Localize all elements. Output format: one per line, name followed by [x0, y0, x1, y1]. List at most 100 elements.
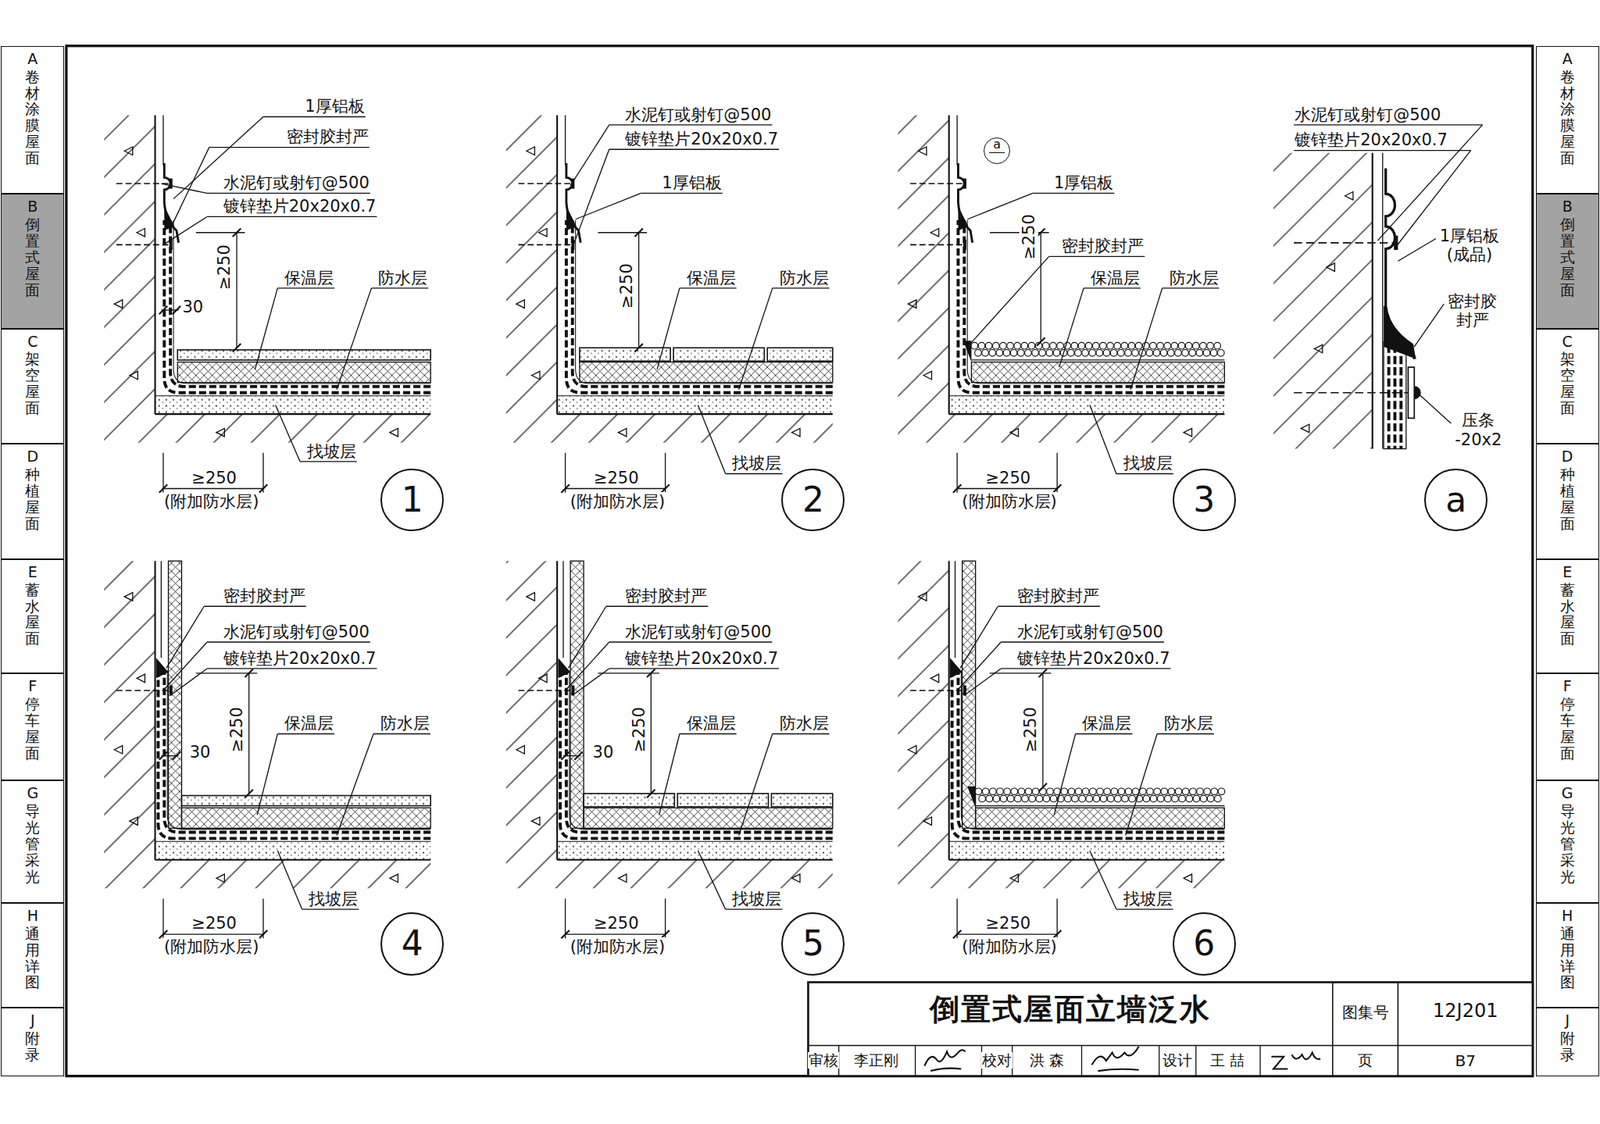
pebble-base: [975, 805, 1225, 807]
extension-line: [564, 898, 566, 939]
pebble: [1057, 342, 1065, 350]
screw-head: [1414, 386, 1421, 400]
leader-underline: [1157, 733, 1215, 735]
washer: [963, 239, 967, 250]
leader-underline: [640, 192, 722, 194]
dimension-tick: [646, 789, 655, 798]
callout-label: 镀锌垫片20x20x0.7: [222, 649, 378, 668]
washer: [963, 178, 967, 190]
pebble: [985, 795, 993, 803]
leader-line: [166, 606, 204, 668]
title-block-rule: [1397, 982, 1400, 1076]
index-tab: D种植屋面: [0, 443, 65, 560]
wall-plaster: [956, 115, 958, 166]
extension-line: [956, 898, 958, 939]
pebble: [1085, 342, 1093, 350]
wall-plaster: [954, 560, 956, 658]
wall-plaster: [564, 115, 566, 166]
dimension-text: ≥250: [984, 914, 1032, 933]
leader-underline: [609, 149, 779, 150]
pebble: [1210, 788, 1218, 796]
aggregate-mark: [531, 371, 540, 379]
leader-line: [1053, 734, 1075, 816]
pebble: [1092, 795, 1100, 803]
extension-line: [664, 453, 666, 493]
tab-title: 蓄水屋面: [1560, 582, 1575, 648]
leader-line: [1089, 404, 1117, 474]
wall-face: [948, 560, 950, 861]
title-block-cell: 页: [1357, 1052, 1374, 1070]
tab-title: 导光管采光: [25, 803, 40, 885]
waterproof-layer: [170, 220, 431, 387]
dimension-line: [163, 933, 264, 935]
callout-label: 水泥钉或射钉@500: [624, 622, 772, 642]
screed-line: [557, 395, 833, 397]
leader-underline: [725, 908, 783, 910]
pebble: [1071, 342, 1079, 350]
leader-line: [171, 668, 208, 695]
leader-underline: [1293, 150, 1471, 151]
pebble: [1178, 342, 1186, 350]
leader-line: [697, 850, 725, 910]
dimension-text: ≥250: [592, 914, 640, 933]
protective-mortar: [177, 350, 431, 361]
dimension-line: [638, 232, 640, 349]
insulation-board: [181, 807, 431, 829]
pebble: [971, 342, 979, 350]
dimension-line: [957, 488, 1058, 490]
dimension-line: [248, 673, 250, 794]
dimension-note: (附加防水层): [960, 937, 1058, 957]
callout-label: 找坡层: [731, 453, 783, 473]
pebble: [1089, 788, 1097, 796]
callout-label: 压条 -20x2: [1453, 410, 1503, 449]
leader-underline: [1075, 733, 1133, 735]
pebble: [1171, 795, 1179, 803]
leader-underline: [373, 733, 431, 735]
aggregate-mark: [618, 874, 627, 883]
pebble: [1185, 342, 1193, 350]
tab-letter: E: [1560, 564, 1575, 581]
pebble: [1075, 788, 1083, 796]
pebble: [1078, 795, 1086, 803]
pebble: [1110, 350, 1118, 358]
pebble: [996, 788, 1004, 796]
callout-label: 密封胶封严: [1060, 236, 1145, 256]
pebble: [1085, 795, 1093, 803]
screed-line: [155, 841, 432, 843]
signature: [924, 1050, 965, 1072]
pebble: [1007, 342, 1015, 350]
leader-line: [1418, 393, 1452, 424]
aggregate-mark: [792, 874, 800, 883]
pebble: [1160, 788, 1168, 796]
pebble: [992, 342, 1000, 350]
callout-label: 镀锌垫片20x20x0.7: [624, 649, 779, 668]
tab-title: 导光管采光: [1560, 803, 1575, 885]
aggregate-mark: [907, 300, 916, 308]
waterproof-layer: [1387, 344, 1391, 449]
nail: [1293, 392, 1413, 394]
wall-face: [556, 115, 558, 415]
waterproof-layer: [560, 670, 833, 839]
aggregate-mark: [526, 146, 535, 155]
pebble: [1050, 342, 1058, 350]
signature: [1092, 1046, 1140, 1072]
leader-line: [275, 404, 300, 461]
paver-block: [767, 347, 833, 361]
pebble: [1017, 788, 1025, 796]
leader-line: [739, 734, 773, 836]
tab-title: 停车屋面: [1560, 696, 1575, 762]
sealant: [164, 206, 175, 231]
leader-underline: [1293, 124, 1483, 125]
tab-title: 停车屋面: [25, 696, 40, 762]
leader-line: [1059, 288, 1084, 368]
callout-label: 水泥钉或射钉@500: [1016, 622, 1165, 642]
pebble: [1196, 350, 1204, 358]
pebble: [1100, 342, 1108, 350]
leader-line: [1125, 734, 1158, 836]
pressure-strip: [1407, 367, 1415, 418]
washer: [169, 178, 173, 190]
wall-face: [556, 560, 558, 861]
aggregate-mark: [1344, 191, 1353, 200]
detail-number: 2: [802, 482, 825, 518]
aggregate-mark: [216, 428, 225, 436]
